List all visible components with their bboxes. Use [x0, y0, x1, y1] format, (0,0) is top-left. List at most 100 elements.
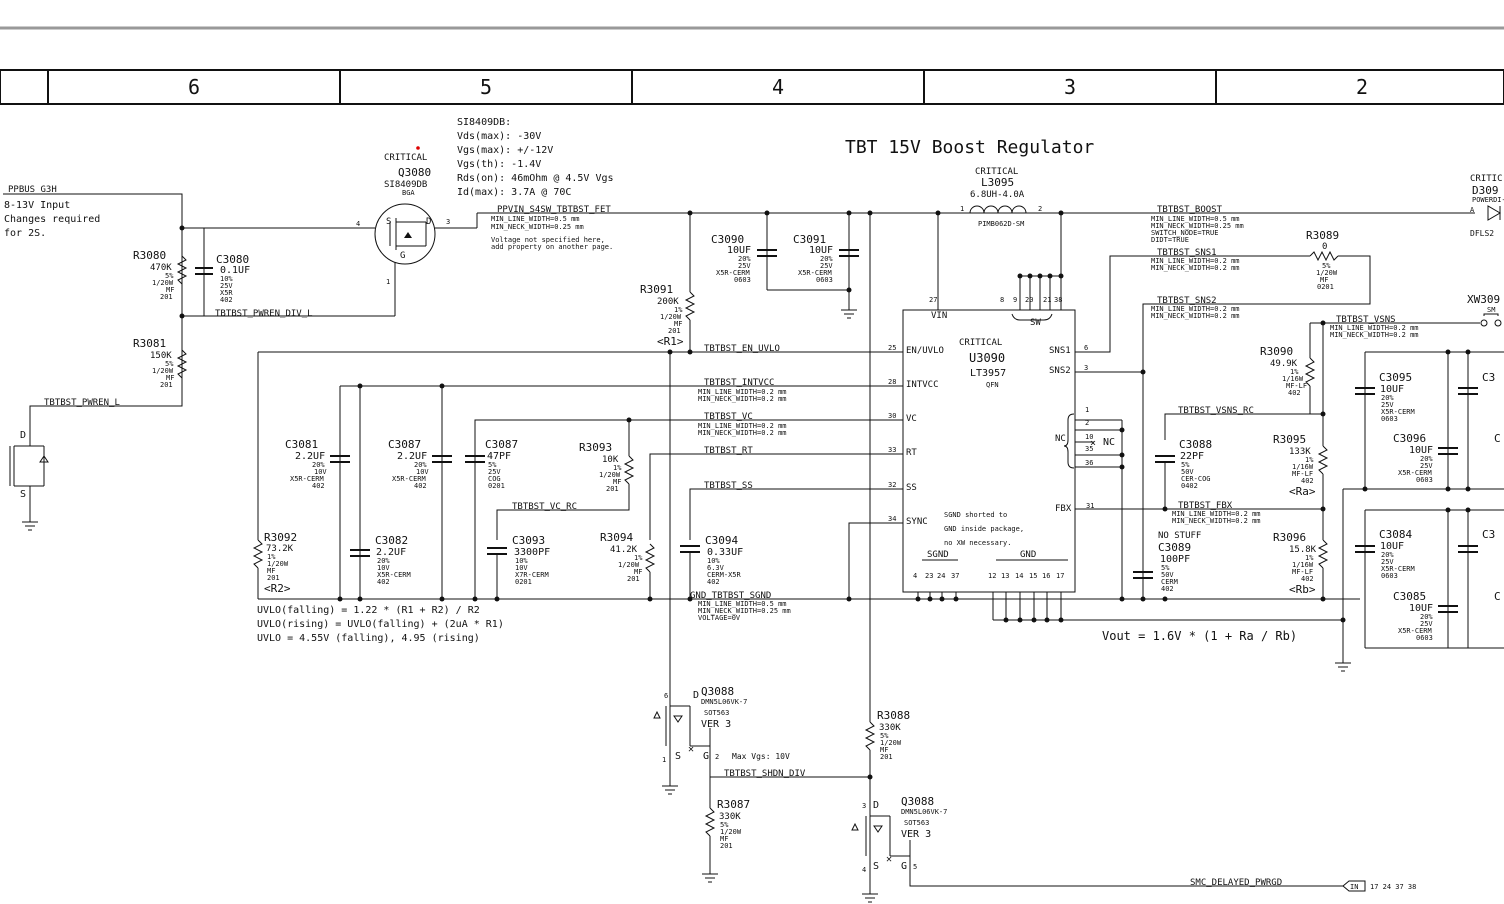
svg-text:Changes required: Changes required [4, 214, 100, 225]
svg-text:Rds(on): 46mOhm @ 4.5V Vgs: Rds(on): 46mOhm @ 4.5V Vgs [457, 173, 614, 184]
svg-text:2: 2 [1038, 205, 1042, 213]
svg-text:MF: MF [720, 835, 728, 843]
svg-text:10%: 10% [220, 275, 233, 283]
svg-text:5: 5 [913, 863, 917, 871]
svg-text:200K: 200K [657, 297, 679, 307]
svg-text:NO STUFF: NO STUFF [1158, 531, 1201, 541]
resistor-r3088: R3088 330K 5% 1/20W MF 201 [864, 709, 910, 761]
net-label-vsns: TBTBST_VSNS [1336, 315, 1396, 325]
offpage-connector-smc[interactable]: IN 17 24 37 38 [1342, 880, 1416, 892]
svg-text:DFLS2: DFLS2 [1470, 229, 1494, 238]
net-label-shdn: TBTBST_SHDN_DIV [724, 769, 806, 779]
svg-text:MF: MF [634, 568, 642, 576]
svg-text:20%: 20% [1420, 455, 1433, 463]
net-label-rt: TBTBST_RT [704, 446, 753, 456]
svg-text:25V: 25V [220, 282, 233, 290]
svg-text:0603: 0603 [734, 276, 751, 284]
svg-text:R3095: R3095 [1273, 433, 1306, 446]
svg-text:49.9K: 49.9K [1270, 359, 1298, 369]
svg-text:NC: NC [1055, 434, 1066, 444]
svg-text:20%: 20% [1381, 551, 1394, 559]
svg-text:R3090: R3090 [1260, 345, 1293, 358]
svg-text:FBX: FBX [1055, 504, 1072, 514]
svg-text:RT: RT [906, 448, 917, 458]
resistor-r3095: R3095 133K 1% 1/16W MF-LF 402 <Ra> [1273, 433, 1329, 498]
svg-text:SS: SS [906, 483, 917, 493]
svg-text:3300PF: 3300PF [514, 547, 550, 558]
svg-text:X5R-CERM: X5R-CERM [798, 269, 832, 277]
svg-text:C3082: C3082 [375, 534, 408, 547]
net-prop: MIN_NECK_WIDTH=0.2 mm [698, 429, 787, 437]
svg-text:3: 3 [862, 802, 866, 810]
svg-text:0603: 0603 [1416, 476, 1433, 484]
net-prop: MIN_LINE_WIDTH=0.5 mm [491, 215, 580, 223]
svg-text:VIN: VIN [931, 311, 947, 321]
svg-text:Id(max): 3.7A @ 70C: Id(max): 3.7A @ 70C [457, 187, 571, 198]
svg-text:UVLO(rising) = UVLO(falling): UVLO(rising) = UVLO(falling) + (2uA * R1… [257, 619, 504, 630]
svg-text:<Rb>: <Rb> [1289, 583, 1316, 596]
svg-text:<Ra>: <Ra> [1289, 485, 1316, 498]
svg-text:20: 20 [1025, 296, 1033, 304]
svg-text:1%: 1% [1305, 456, 1314, 464]
svg-text:1%: 1% [267, 553, 276, 561]
capacitor-partial-right: C3 C3 C C [1458, 371, 1501, 603]
svg-text:C3085: C3085 [1393, 590, 1426, 603]
svg-text:✕: ✕ [688, 744, 694, 755]
svg-text:MF: MF [880, 746, 888, 754]
svg-text:402: 402 [377, 578, 390, 586]
svg-text:SW: SW [1030, 318, 1041, 328]
svg-text:no XW necessary.: no XW necessary. [944, 539, 1011, 547]
capacitor-c3088: C3088 22PF 5% 50V CER-COG 0402 [1155, 438, 1212, 490]
svg-text:X7R-CERM: X7R-CERM [515, 571, 549, 579]
svg-text:31: 31 [1086, 502, 1094, 510]
svg-text:X5R-CERM: X5R-CERM [716, 269, 750, 277]
svg-text:5%: 5% [488, 461, 497, 469]
svg-text:C3094: C3094 [705, 534, 738, 547]
svg-text:201: 201 [720, 842, 733, 850]
net-prop: MIN_LINE_WIDTH=0.5 mm [698, 600, 787, 608]
svg-text:20%: 20% [738, 255, 751, 263]
svg-text:27: 27 [929, 296, 937, 304]
svg-text:36: 36 [1085, 459, 1093, 467]
zone-label: 4 [772, 75, 784, 99]
svg-text:16: 16 [1042, 572, 1050, 580]
svg-text:8-13V Input: 8-13V Input [4, 200, 70, 211]
svg-text:25V: 25V [1381, 401, 1394, 409]
svg-text:12: 12 [988, 572, 996, 580]
svg-text:D: D [693, 690, 699, 701]
svg-text:✕: ✕ [886, 854, 892, 865]
note: add property on another page. [491, 243, 613, 251]
svg-text:5%: 5% [720, 821, 729, 829]
svg-text:Q3088: Q3088 [901, 795, 934, 808]
svg-text:201: 201 [267, 574, 280, 582]
capacitor-c3094: C3094 0.33UF 10% 6.3V CERM-X5R 402 [680, 534, 743, 586]
svg-text:1: 1 [386, 278, 390, 286]
resistor-r3090: R3090 49.9K 1% 1/16W MF-LF 402 [1260, 345, 1316, 397]
svg-text:EN/UVLO: EN/UVLO [906, 346, 944, 356]
svg-text:R3092: R3092 [264, 531, 297, 544]
svg-text:CERM: CERM [1161, 578, 1178, 586]
svg-text:50V: 50V [1181, 468, 1194, 476]
svg-text:0603: 0603 [1381, 572, 1398, 580]
svg-text:201: 201 [160, 293, 173, 301]
svg-text:201: 201 [627, 575, 640, 583]
net-prop: MIN_LINE_WIDTH=0.2 mm [1172, 510, 1261, 518]
svg-text:MF-LF: MF-LF [1286, 382, 1307, 390]
svg-text:10V: 10V [377, 564, 390, 572]
zone-label: 3 [1064, 75, 1076, 99]
svg-text:402: 402 [1288, 389, 1301, 397]
svg-text:10V: 10V [416, 468, 429, 476]
svg-text:BGA: BGA [402, 189, 415, 197]
net-prop: MIN_LINE_WIDTH=0.2 mm [1151, 257, 1240, 265]
svg-text:LT3957: LT3957 [970, 368, 1006, 379]
svg-text:DMN5L06VK-7: DMN5L06VK-7 [701, 698, 747, 706]
net-props-boost: MIN_LINE_WIDTH=0.5 mm MIN_NECK_WIDTH=0.2… [1151, 215, 1244, 244]
svg-text:6: 6 [664, 692, 668, 700]
svg-text:Q3080: Q3080 [398, 166, 431, 179]
svg-text:402: 402 [1161, 585, 1174, 593]
svg-text:1%: 1% [1290, 368, 1299, 376]
mosfet-spec-note: SI8409DB: Vds(max): -30V Vgs(max): +/-12… [457, 117, 614, 198]
net-prop: MIN_NECK_WIDTH=0.2 mm [1172, 517, 1261, 525]
svg-text:10K: 10K [602, 455, 619, 465]
